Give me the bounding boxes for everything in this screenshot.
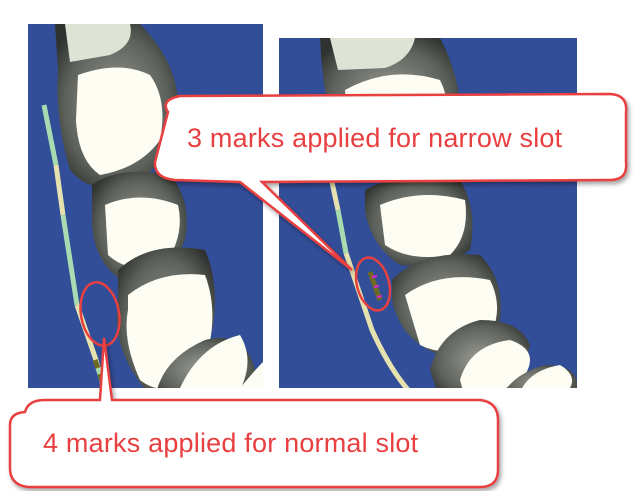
narrow-slot-marks: [367, 271, 383, 301]
narrow-slot-callout-text: 3 marks applied for narrow slot: [187, 123, 563, 153]
left-3d-view-normal-slot: [28, 24, 263, 388]
teeth: [55, 24, 263, 388]
narrow-slot-highlight: [354, 256, 392, 312]
normal-slot-callout-text: 4 marks applied for normal slot: [43, 428, 419, 458]
normal-slot-callout-bubble: [8, 337, 500, 489]
narrow-slot-callout-bubble: [153, 92, 628, 271]
